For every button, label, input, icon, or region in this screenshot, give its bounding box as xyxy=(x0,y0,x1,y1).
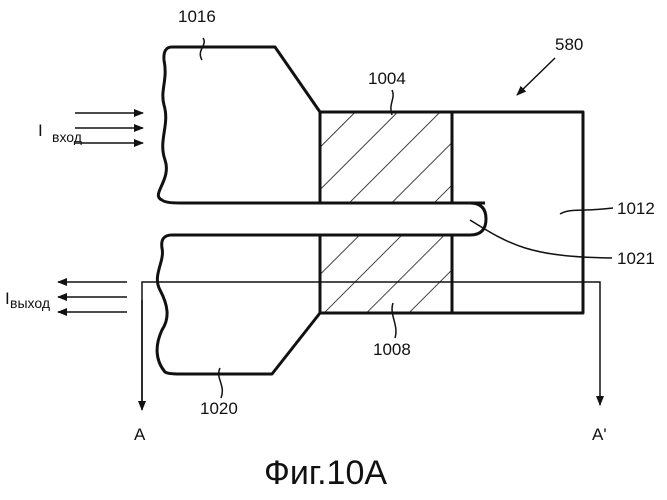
section-label-a-prime: A' xyxy=(592,425,607,444)
upper-hatched-region xyxy=(320,112,452,203)
current-in-arrows xyxy=(75,113,143,143)
current-in-label: I xyxy=(38,121,43,140)
label-1012: 1012 xyxy=(617,199,655,218)
current-out-subscript: выход xyxy=(10,295,50,311)
current-in-subscript-text: вход xyxy=(52,129,82,145)
label-1020: 1020 xyxy=(200,399,238,418)
lower-pad xyxy=(157,235,320,374)
label-1004: 1004 xyxy=(368,69,406,88)
section-label-a: A xyxy=(134,425,146,444)
label-1016: 1016 xyxy=(178,7,216,26)
lower-hatched-region xyxy=(320,235,452,313)
label-1021: 1021 xyxy=(617,249,655,268)
leader-1012 xyxy=(560,208,613,214)
current-out-arrows xyxy=(58,282,127,312)
slot-finger xyxy=(180,203,486,235)
label-1008: 1008 xyxy=(373,340,411,359)
label-580: 580 xyxy=(555,35,583,54)
figure-caption: Фиг.10А xyxy=(264,454,387,492)
arrow-580 xyxy=(517,58,555,95)
leader-1021 xyxy=(470,220,612,258)
leader-1016 xyxy=(200,38,204,60)
